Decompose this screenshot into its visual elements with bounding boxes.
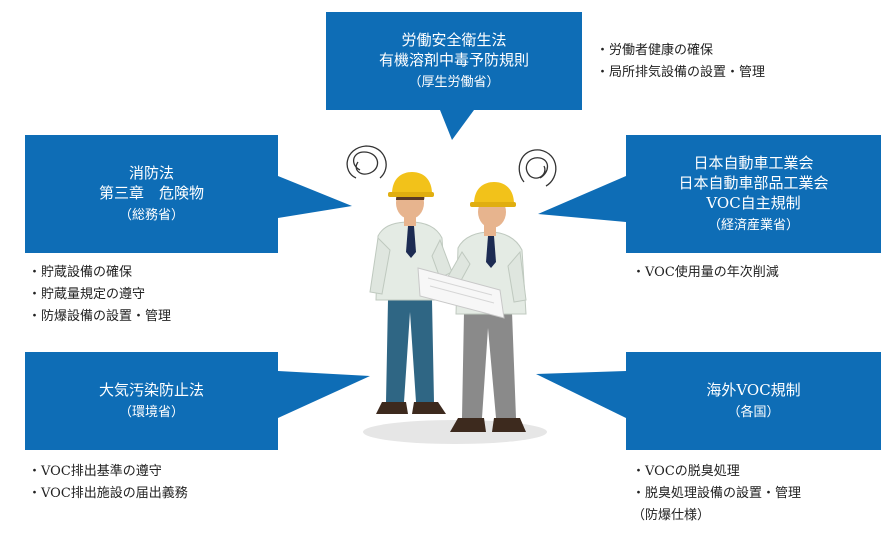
box-top-sub: （厚生労働省） <box>408 74 500 90</box>
list-right-top: ・VOC使用量の年次削減 <box>632 262 779 284</box>
list-item: ・VOC排出基準の遵守 <box>28 464 162 479</box>
confusion-swirl-icon <box>518 149 557 187</box>
box-top-line-2: 有機溶剤中毒予防規則 <box>378 50 529 69</box>
confusion-swirl-icon <box>346 145 387 179</box>
box-left-bottom-sub: （環境省） <box>118 404 184 420</box>
box-left-top: 消防法 第三章 危険物 （総務省） <box>25 135 278 253</box>
box-right-top-line-3: VOC自主規制 <box>706 193 801 212</box>
list-item: ・労働者健康の確保 <box>596 43 714 58</box>
box-left-top-line-1: 消防法 <box>128 163 174 182</box>
list-item: ・VOC使用量の年次削減 <box>632 265 779 280</box>
box-right-top-line-2: 日本自動車部品工業会 <box>678 173 829 192</box>
list-item: ・防爆設備の設置・管理 <box>28 309 172 324</box>
list-right-bottom: ・VOCの脱臭処理 ・脱臭処理設備の設置・管理 （防爆仕様） <box>632 461 801 527</box>
list-item: ・局所排気設備の設置・管理 <box>596 65 766 80</box>
list-item: ・VOCの脱臭処理 <box>632 464 740 479</box>
list-item: ・VOC排出施設の届出義務 <box>28 486 188 501</box>
box-right-top-sub: （経済産業省） <box>707 217 799 233</box>
list-left-bottom: ・VOC排出基準の遵守 ・VOC排出施設の届出義務 <box>28 461 188 505</box>
box-right-bottom: 海外VOC規制 （各国） <box>626 352 881 450</box>
box-right-top: 日本自動車工業会 日本自動車部品工業会 VOC自主規制 （経済産業省） <box>626 135 881 253</box>
list-top: ・労働者健康の確保 ・局所排気設備の設置・管理 <box>596 40 765 84</box>
blueprint-paper-icon <box>417 267 505 319</box>
box-top: 労働安全衛生法 有機溶剤中毒予防規則 （厚生労働省） <box>326 12 582 110</box>
box-top-line-1: 労働安全衛生法 <box>401 30 507 49</box>
box-left-bottom-line-1: 大気汚染防止法 <box>98 380 204 399</box>
box-left-top-line-2: 第三章 危険物 <box>98 183 204 202</box>
list-item: ・脱臭処理設備の設置・管理 <box>632 486 802 501</box>
pointer-top <box>440 110 474 140</box>
pointer-right-bottom <box>536 371 626 418</box>
list-item: （防爆仕様） <box>632 508 711 523</box>
list-item: ・貯蔵量規定の遵守 <box>28 287 146 302</box>
box-left-top-sub: （総務省） <box>118 207 184 223</box>
box-right-bottom-line-1: 海外VOC規制 <box>706 380 801 399</box>
list-item: ・貯蔵設備の確保 <box>28 265 133 280</box>
box-left-bottom: 大気汚染防止法 （環境省） <box>25 352 278 450</box>
helmet-icon <box>392 172 432 194</box>
box-right-bottom-sub: （各国） <box>727 404 780 420</box>
box-right-top-line-1: 日本自動車工業会 <box>693 153 814 172</box>
worker-left <box>369 172 453 414</box>
pointer-right-top <box>538 176 626 222</box>
list-left-top: ・貯蔵設備の確保 ・貯蔵量規定の遵守 ・防爆設備の設置・管理 <box>28 262 171 328</box>
pointer-left-bottom <box>278 371 370 418</box>
helmet-icon <box>474 182 514 204</box>
pointer-left-top <box>278 176 352 218</box>
